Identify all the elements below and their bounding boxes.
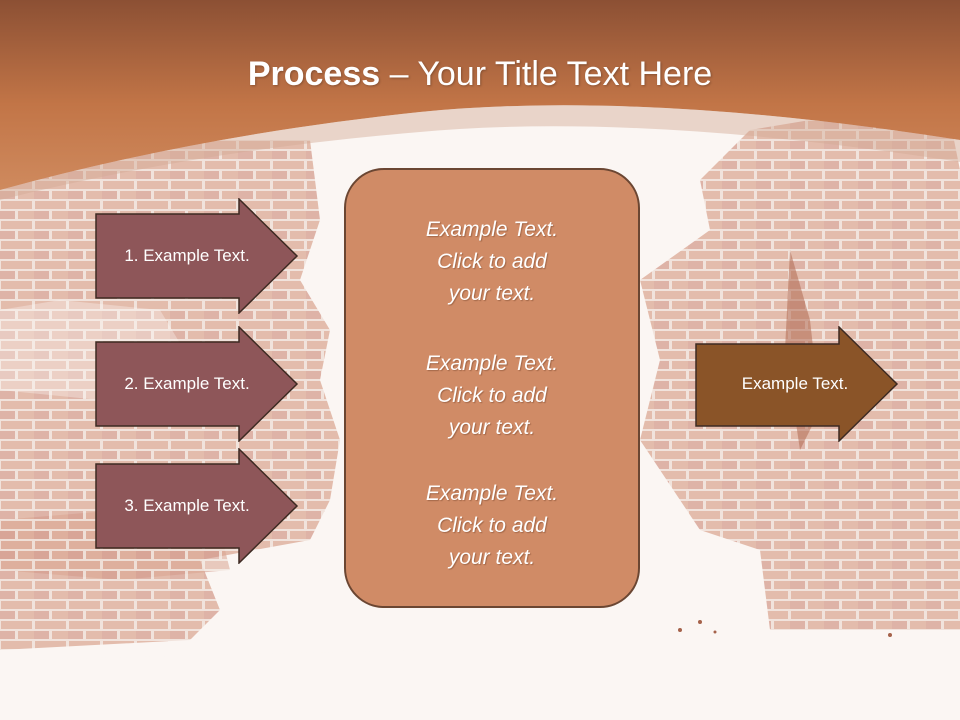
slide-title[interactable]: Process – Your Title Text Here (0, 52, 960, 96)
center-item-3-line1: Example Text. (425, 482, 559, 505)
step-3-arrow[interactable]: 3. Example Text. (95, 448, 299, 564)
center-item-2: Example Text. Click to add your text. (346, 348, 638, 444)
step-2-arrow[interactable]: 2. Example Text. (95, 326, 299, 442)
center-item-2-line1: Example Text. (425, 352, 559, 375)
center-item-2-line2: Click to add (437, 384, 547, 407)
center-item-3-line3: your text. (448, 546, 536, 569)
step-1-label: 1. Example Text. (124, 246, 250, 265)
center-item-2-line3: your text. (448, 416, 536, 439)
center-item-3: Example Text. Click to add your text. (346, 478, 638, 574)
title-bold: Process (247, 55, 381, 93)
center-item-1-line1: Example Text. (425, 218, 559, 241)
center-item-3-line2: Click to add (437, 514, 547, 537)
result-label: Example Text. (741, 374, 849, 393)
step-3-label: 3. Example Text. (124, 496, 250, 515)
result-arrow[interactable]: Example Text. (695, 326, 899, 442)
header-band (0, 0, 960, 200)
step-1-arrow[interactable]: 1. Example Text. (95, 198, 299, 314)
title-rest: – Your Title Text Here (380, 55, 713, 93)
center-item-1-line3: your text. (448, 282, 536, 305)
step-2-label: 2. Example Text. (124, 374, 250, 393)
center-item-1: Example Text. Click to add your text. (346, 214, 638, 310)
center-text-box[interactable]: Example Text. Click to add your text. Ex… (344, 168, 640, 608)
center-item-1-line2: Click to add (437, 250, 547, 273)
